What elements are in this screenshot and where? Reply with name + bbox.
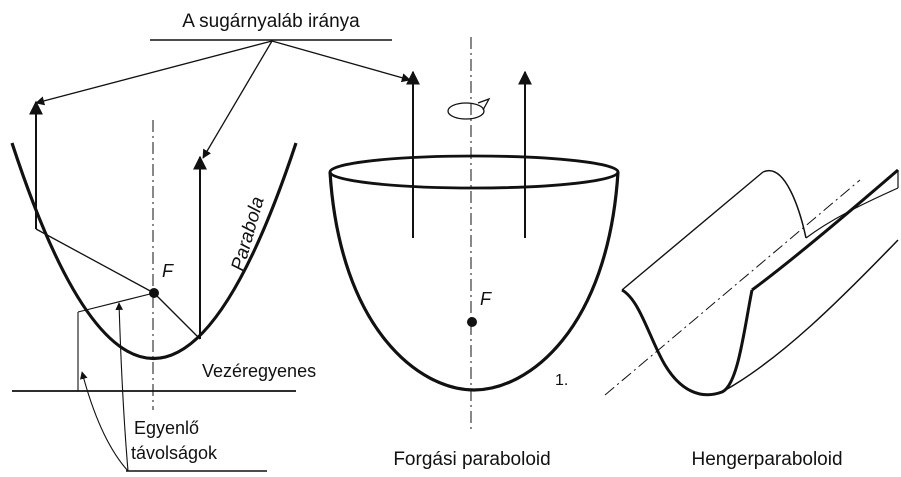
parabola-2d: F Parabola Vezéregyenes Egyenlő távolság… bbox=[10, 100, 316, 472]
directrix-label: Vezéregyenes bbox=[202, 361, 316, 381]
rotation-arrowhead bbox=[477, 97, 491, 111]
ray-left-to-focus bbox=[35, 228, 155, 294]
pointer-equal-focus bbox=[115, 302, 129, 472]
pointer-right-ray bbox=[202, 40, 273, 159]
focus-point-mid bbox=[467, 317, 477, 327]
cylinder-left-edge bbox=[621, 171, 764, 291]
beam-direction-pointers bbox=[35, 40, 411, 159]
number-mark: 1. bbox=[555, 372, 568, 389]
cylinder-right-rim bbox=[751, 168, 899, 292]
paraboloid-rim bbox=[328, 154, 620, 190]
paraboloid-bowl bbox=[328, 171, 620, 392]
cylinder-paraboloid: Hengerparaboloid bbox=[604, 168, 899, 470]
focus-point-left bbox=[149, 288, 159, 298]
parabola-curve bbox=[10, 142, 298, 360]
rotation-paraboloid-caption: Forgási paraboloid bbox=[393, 449, 550, 470]
pointer-left-ray bbox=[35, 40, 273, 106]
cylinder-inner-edge bbox=[805, 187, 899, 239]
distance-to-focus bbox=[77, 292, 155, 313]
pointer-equal-directrix bbox=[80, 371, 129, 472]
cylinder-paraboloid-caption: Hengerparaboloid bbox=[691, 449, 842, 470]
cylinder-focal-line bbox=[604, 179, 861, 396]
rotation-paraboloid: F 1. Forgási paraboloid bbox=[328, 37, 620, 470]
ray-right-to-focus bbox=[153, 292, 201, 340]
focus-label-mid: F bbox=[480, 289, 492, 309]
rotation-ellipse bbox=[447, 102, 485, 120]
focus-label-left: F bbox=[162, 261, 174, 281]
cylinder-bottom-edge bbox=[721, 239, 899, 393]
beam-direction-title: A sugárnyaláb iránya bbox=[182, 11, 360, 32]
cylinder-back-profile bbox=[762, 169, 807, 239]
equal-distances-line2: távolságok bbox=[131, 443, 218, 463]
pointer-paraboloid bbox=[271, 40, 411, 83]
cylinder-front-profile bbox=[621, 288, 754, 397]
equal-distances-line1: Egyenlő bbox=[134, 418, 199, 438]
